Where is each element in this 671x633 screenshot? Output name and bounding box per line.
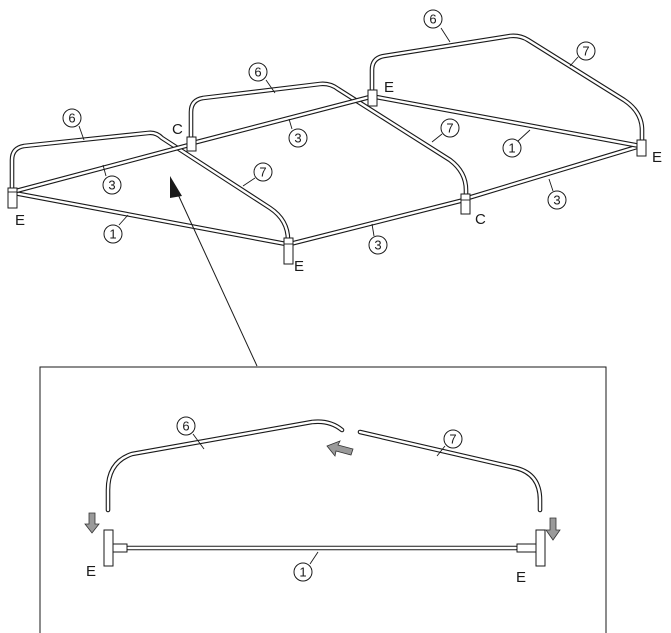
- arrow-down-right-icon: [545, 517, 561, 541]
- fitting-front-mid-e: [283, 237, 294, 265]
- label-c-front: C: [475, 211, 486, 228]
- fitting-front-c: [460, 193, 471, 215]
- label-e-back-right: E: [652, 149, 662, 166]
- side-rail-back-left: [13, 142, 192, 194]
- side-rail-front-right: [465, 143, 643, 201]
- part-6-middle: 6: [254, 65, 261, 80]
- main-frame-assembly: E E C E C E 6 6 6 7 7 7 3: [7, 9, 662, 275]
- part-7-left: 7: [259, 165, 266, 180]
- fitting-back-e: [367, 89, 378, 107]
- part-1-back-right: 1: [508, 141, 515, 156]
- arch-back: [369, 33, 645, 155]
- fitting-back-right-e: [636, 139, 647, 157]
- inset-left-rafter: [105, 419, 345, 513]
- inset-part-7: 7: [449, 432, 456, 447]
- inset-right-rafter: [357, 429, 543, 513]
- part-3-back-middle: 3: [294, 131, 301, 146]
- side-rail-back-middle: [190, 94, 373, 146]
- part-3-back-left: 3: [108, 178, 115, 193]
- label-e-back: E: [384, 79, 394, 96]
- part-3-front-right: 3: [553, 193, 560, 208]
- label-c-back: C: [172, 121, 183, 138]
- part-3-front-middle: 3: [374, 238, 381, 253]
- fitting-back-c: [186, 136, 197, 152]
- arrow-down-left-icon: [84, 512, 100, 534]
- part-7-middle: 7: [446, 121, 453, 136]
- detail-pointer: [170, 176, 258, 367]
- label-e-front-left: E: [15, 212, 25, 229]
- detail-inset: E E 6 7 1: [39, 366, 607, 633]
- side-rail-back-right: [373, 94, 643, 149]
- arch-middle: [188, 81, 469, 213]
- inset-part-6: 6: [182, 419, 189, 434]
- part-1-front-left: 1: [109, 227, 116, 242]
- part-6-left: 6: [68, 111, 75, 126]
- inset-label-e-left: E: [86, 563, 96, 580]
- inset-fitting-right-e: [516, 529, 546, 567]
- inset-label-e-right: E: [516, 569, 526, 586]
- inset-part-1: 1: [299, 565, 306, 580]
- arrow-insert-left-icon: [326, 440, 354, 457]
- part-7-back: 7: [582, 44, 589, 59]
- label-e-front-middle: E: [294, 258, 304, 275]
- fitting-front-left-e: [7, 187, 18, 209]
- inset-fitting-left-e: [103, 529, 128, 567]
- part-6-back: 6: [429, 12, 436, 27]
- side-rail-front-left: [11, 190, 289, 247]
- side-rail-front-middle: [287, 197, 467, 247]
- arch-front-left: [9, 130, 291, 265]
